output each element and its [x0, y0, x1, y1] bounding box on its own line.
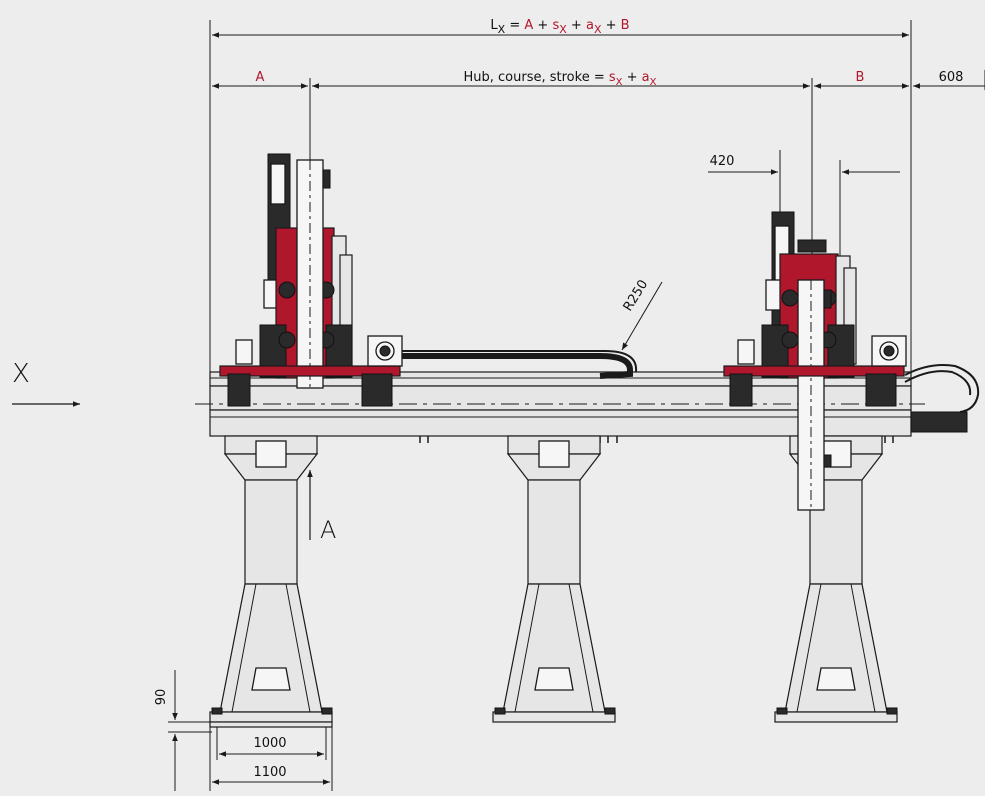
axis-x-label: X — [12, 359, 30, 389]
x-axis-indicator: X — [12, 359, 80, 407]
formula-plus-2: + — [567, 18, 586, 33]
dim-420: 420 — [710, 154, 735, 169]
cable-chain — [395, 350, 980, 433]
formula-l: L — [490, 18, 498, 33]
dim-a: a — [642, 70, 650, 85]
dim-s-sub: X — [616, 77, 623, 88]
dim-a-sub: X — [650, 77, 657, 88]
support-leg-middle — [492, 435, 616, 723]
svg-text:Hub, course, stroke = sX + aX: Hub, course, stroke = sX + aX — [464, 70, 657, 88]
formula-s: s — [552, 18, 559, 33]
formula-plus-1: + — [533, 18, 552, 33]
formula-a2: a — [586, 18, 594, 33]
formula-a: A — [524, 18, 533, 33]
carriage-right — [723, 211, 907, 511]
dim-90: 90 — [154, 689, 169, 706]
view-a-label: A — [320, 516, 336, 544]
dim-a-label: A — [256, 70, 265, 85]
dim-plus: + — [623, 70, 642, 85]
dim-b-label: B — [856, 70, 865, 85]
view-a-indicator: A — [307, 470, 336, 544]
dimension-90: 90 — [154, 670, 212, 791]
formula-plus-3: + — [601, 18, 620, 33]
formula-l-sub: X — [498, 23, 506, 36]
dimension-420: 420 — [708, 154, 900, 175]
formula-a2-sub: X — [594, 23, 602, 36]
dim-1000: 1000 — [253, 736, 286, 751]
dim-1100: 1100 — [253, 765, 286, 780]
support-leg-left — [209, 435, 333, 728]
formula-b: B — [621, 18, 630, 33]
dimension-base: 1000 1100 — [209, 725, 333, 791]
dimension-row-2: A Hub, course, stroke = sX + aX B 608 — [212, 70, 985, 89]
dim-s: s — [609, 70, 616, 85]
dim-stroke-label: Hub, course, stroke = — [464, 70, 609, 85]
dimension-lx: LX = A + sX + aX + B — [212, 18, 909, 38]
dim-608: 608 — [939, 70, 964, 85]
svg-text:LX = A + sX + aX + B: LX = A + sX + aX + B — [490, 18, 629, 36]
support-leg-right — [774, 435, 898, 723]
carriage-left — [219, 153, 403, 407]
radius-r250: R250 — [621, 277, 663, 351]
formula-s-sub: X — [559, 23, 567, 36]
formula-eq: = — [505, 18, 524, 33]
